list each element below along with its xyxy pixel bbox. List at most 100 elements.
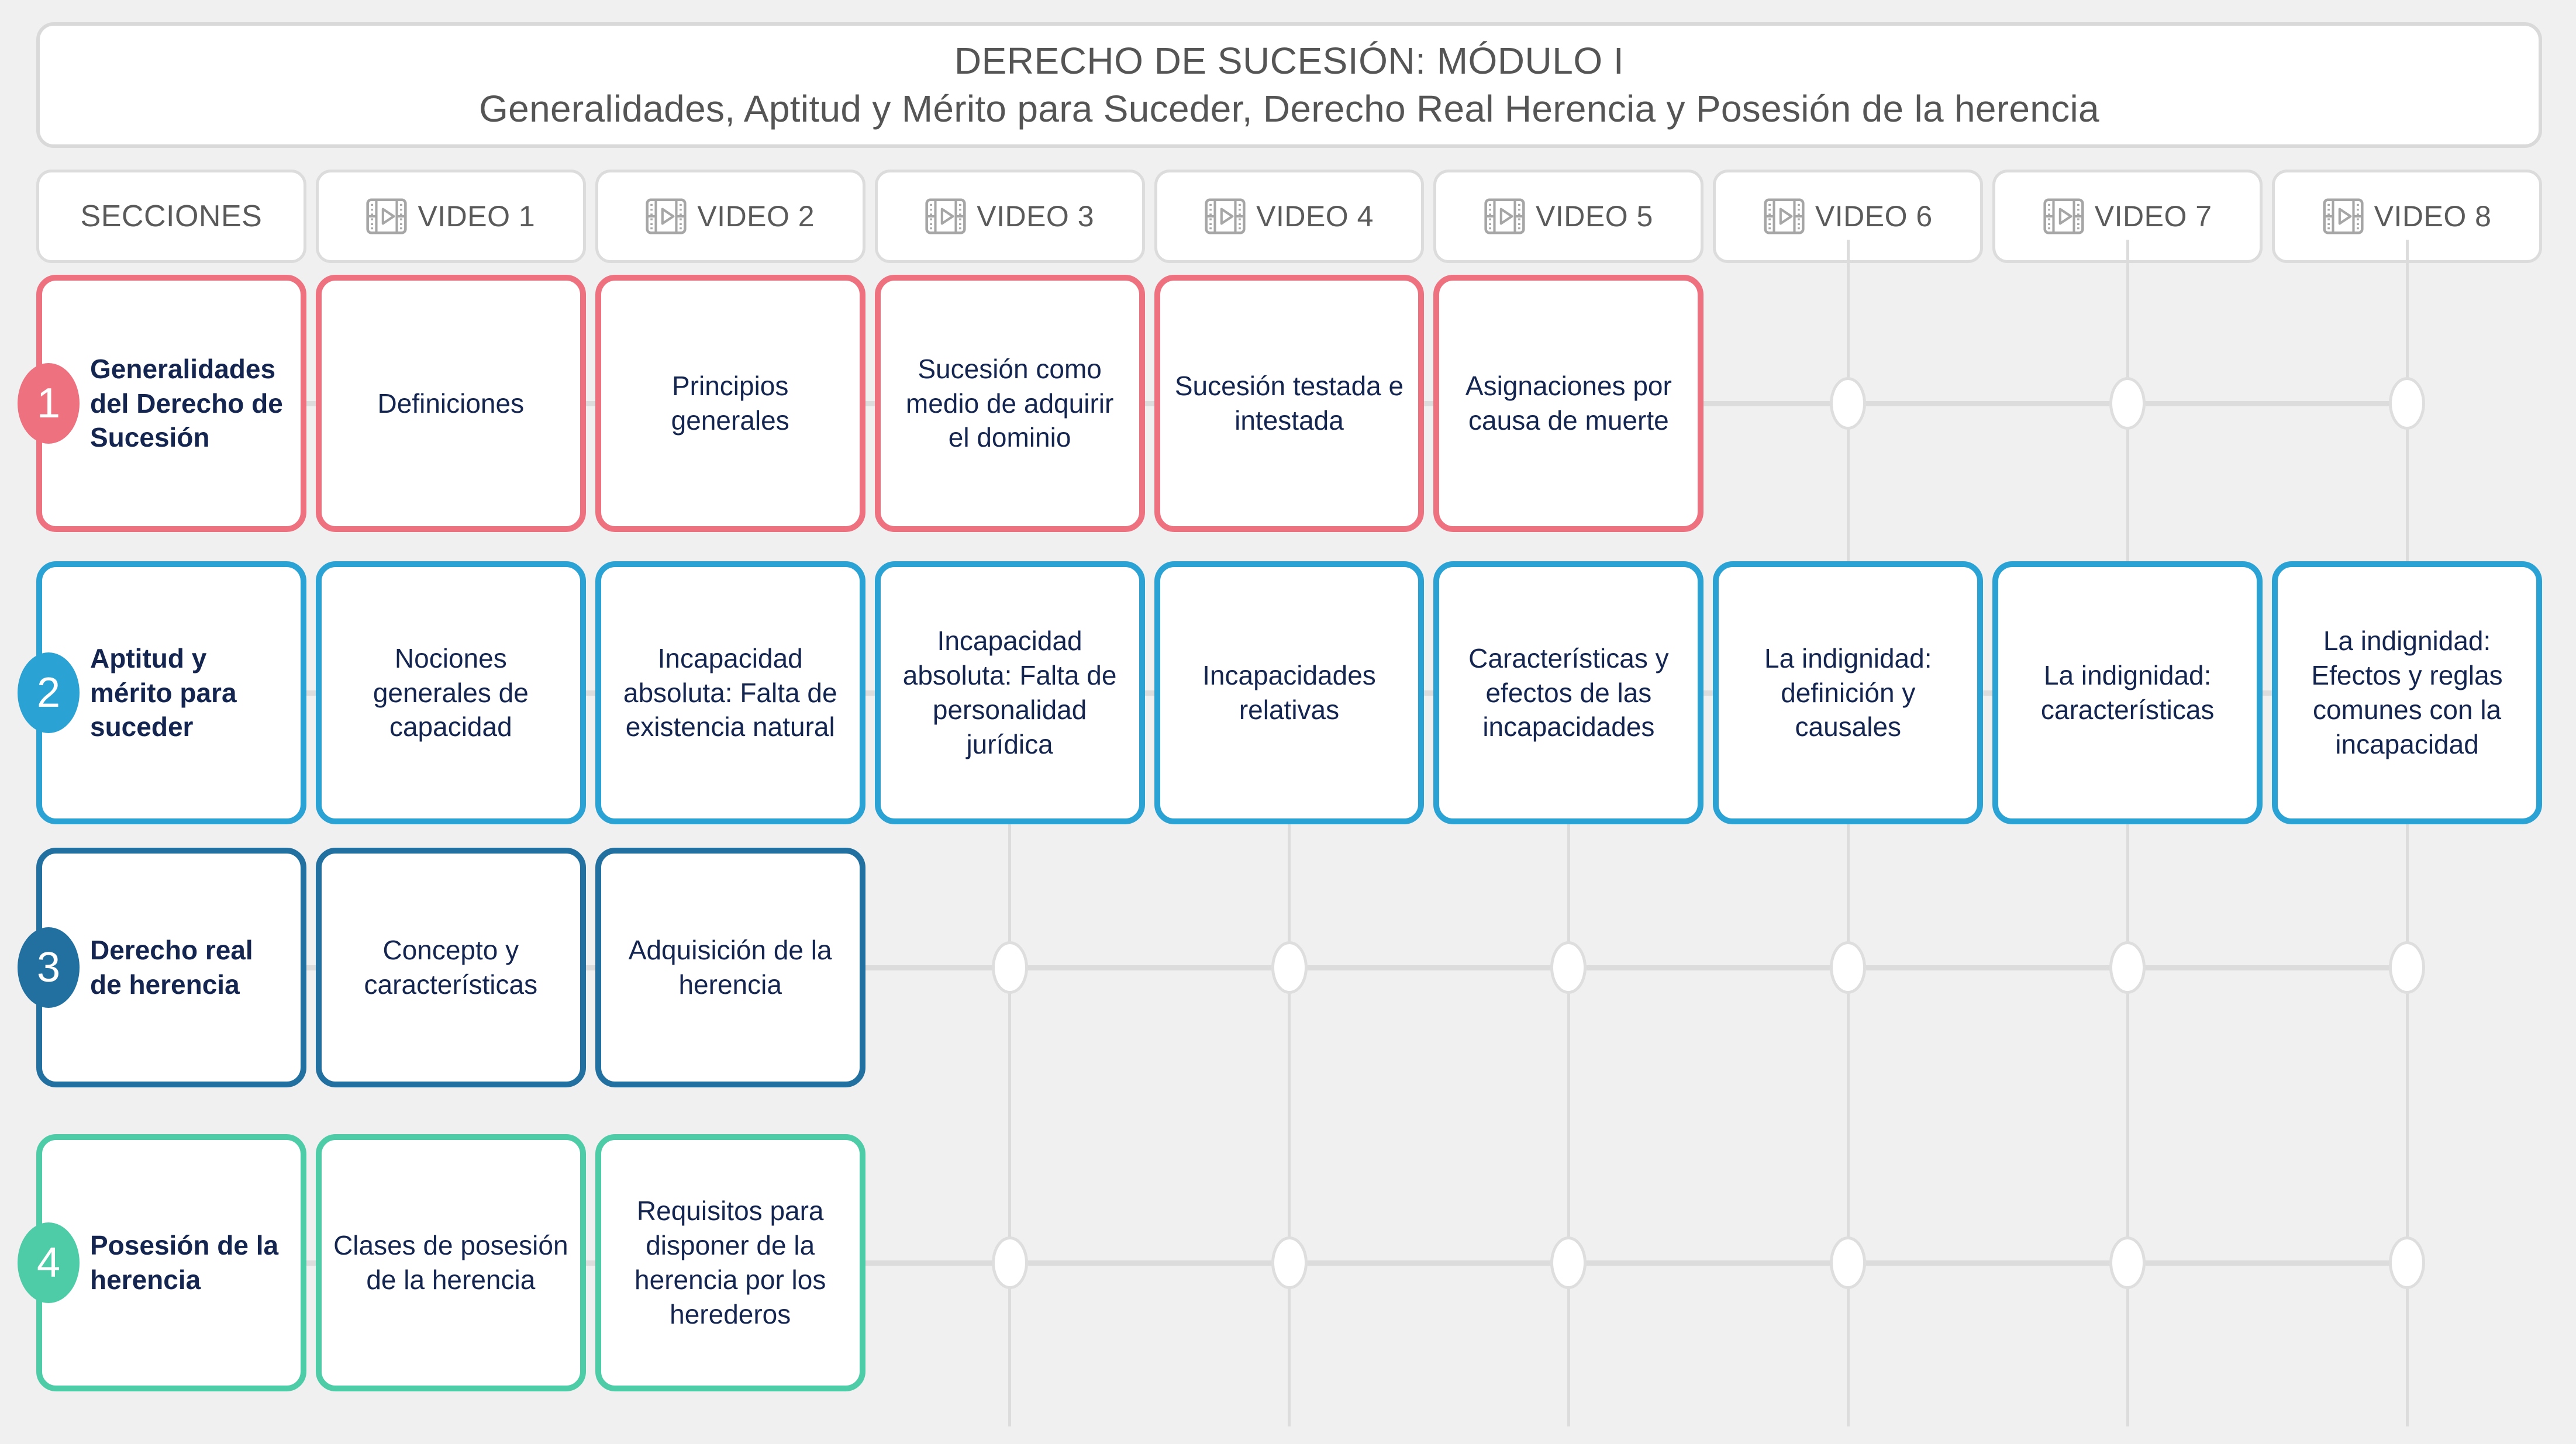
- empty-node[interactable]: [1830, 941, 1867, 994]
- film-play-icon: [1484, 198, 1525, 234]
- empty-node[interactable]: [1550, 1236, 1587, 1289]
- grid-vertical-line: [2405, 813, 2409, 1122]
- topic-card[interactable]: La indignidad: definición y causales: [1713, 561, 1984, 824]
- empty-node[interactable]: [991, 941, 1028, 994]
- topic-card[interactable]: Clases de posesión de la herencia: [315, 1134, 586, 1391]
- grid-vertical-line: [2405, 240, 2409, 567]
- tab-video-8[interactable]: VIDEO 8: [2272, 170, 2543, 263]
- grid-vertical-line: [1008, 1099, 1012, 1426]
- topic-card[interactable]: Sucesión testada e intestada: [1154, 275, 1425, 532]
- grid-vertical-line: [2126, 813, 2129, 1122]
- empty-node[interactable]: [1830, 377, 1867, 430]
- topic-card-label: Asignaciones por causa de muerte: [1465, 371, 1672, 436]
- topic-card-label: Principios generales: [671, 371, 789, 436]
- tab-video-4[interactable]: VIDEO 4: [1154, 170, 1425, 263]
- section-number-badge: 4: [18, 1222, 80, 1303]
- grid-horizontal-line: [1686, 401, 2408, 406]
- topic-card[interactable]: Nociones generales de capacidad: [315, 561, 586, 824]
- topic-card-label: Incapacidad absoluta: Falta de existenci…: [623, 642, 837, 742]
- tab-video-6[interactable]: VIDEO 6: [1713, 170, 1984, 263]
- topic-card-label: Concepto y características: [364, 935, 538, 1000]
- page-title: DERECHO DE SUCESIÓN: MÓDULO I Generalida…: [36, 22, 2542, 148]
- grid-vertical-line: [1288, 813, 1291, 1122]
- film-play-icon: [646, 198, 687, 234]
- tab-label: VIDEO 8: [2374, 200, 2492, 233]
- grid-vertical-line: [2126, 1099, 2129, 1426]
- topic-card-label: Definiciones: [377, 388, 525, 419]
- grid-horizontal-line: [847, 965, 2408, 970]
- grid-vertical-line: [1846, 813, 1850, 1122]
- section-heading-label: Aptitud y mérito para suceder: [90, 642, 237, 742]
- topic-card[interactable]: Asignaciones por causa de muerte: [1433, 275, 1704, 532]
- tab-video-1[interactable]: VIDEO 1: [315, 170, 586, 263]
- topic-card[interactable]: Concepto y características: [315, 848, 586, 1087]
- empty-node[interactable]: [2109, 941, 2146, 994]
- topic-card[interactable]: Incapacidad absoluta: Falta de personali…: [874, 561, 1145, 824]
- tab-label: VIDEO 6: [1815, 200, 1933, 233]
- empty-node[interactable]: [991, 1236, 1028, 1289]
- empty-node[interactable]: [1550, 941, 1587, 994]
- topic-card[interactable]: Definiciones: [315, 275, 586, 532]
- tab-label: VIDEO 2: [697, 200, 815, 233]
- film-play-icon: [2043, 198, 2084, 234]
- tab-label: SECCIONES: [80, 199, 263, 233]
- empty-node[interactable]: [2109, 377, 2146, 430]
- topic-card-label: Clases de posesión de la herencia: [333, 1230, 568, 1295]
- empty-node[interactable]: [1271, 941, 1308, 994]
- topic-card[interactable]: Sucesión como medio de adquirir el domin…: [874, 275, 1145, 532]
- topic-card[interactable]: Principios generales: [595, 275, 865, 532]
- film-play-icon: [1764, 198, 1805, 234]
- film-play-icon: [366, 198, 408, 234]
- tab-video-2[interactable]: VIDEO 2: [595, 170, 865, 263]
- empty-node[interactable]: [2389, 377, 2426, 430]
- grid-horizontal-line: [847, 1260, 2408, 1266]
- video-tabs-bar: SECCIONES VIDEO 1 VIDEO 2 VIDEO 3 VIDEO 4 VID…: [36, 170, 2543, 263]
- topic-card-label: Incapacidad absoluta: Falta de personali…: [902, 626, 1117, 759]
- topic-card-label: Características y efectos de las incapac…: [1468, 642, 1669, 742]
- topic-card[interactable]: Incapacidad absoluta: Falta de existenci…: [595, 561, 865, 824]
- section-number-badge: 3: [18, 927, 80, 1008]
- grid-vertical-line: [2405, 1099, 2409, 1426]
- empty-node[interactable]: [1271, 1236, 1308, 1289]
- tab-video-3[interactable]: VIDEO 3: [874, 170, 1145, 263]
- topic-card[interactable]: Características y efectos de las incapac…: [1433, 561, 1704, 824]
- title-line-1: DERECHO DE SUCESIÓN: MÓDULO I: [954, 39, 1625, 82]
- topic-card[interactable]: Requisitos para disponer de la herencia …: [595, 1134, 865, 1391]
- topic-card-label: La indignidad: características: [2040, 660, 2215, 725]
- tab-label: VIDEO 7: [2094, 200, 2212, 233]
- film-play-icon: [925, 198, 966, 234]
- title-line-2: Generalidades, Aptitud y Mérito para Suc…: [479, 87, 2099, 130]
- tab-secciones[interactable]: SECCIONES: [36, 170, 306, 263]
- topic-card-label: La indignidad: Efectos y reglas comunes …: [2311, 626, 2503, 759]
- empty-node[interactable]: [2389, 941, 2426, 994]
- topic-card[interactable]: La indignidad: características: [1992, 561, 2263, 824]
- tab-video-5[interactable]: VIDEO 5: [1433, 170, 1704, 263]
- film-play-icon: [1205, 198, 1246, 234]
- section-number-badge: 1: [18, 363, 80, 444]
- grid-vertical-line: [1846, 1099, 1850, 1426]
- topic-card[interactable]: Adquisición de la herencia: [595, 848, 865, 1087]
- tab-label: VIDEO 3: [977, 200, 1095, 233]
- grid-vertical-line: [1567, 1099, 1570, 1426]
- tab-video-7[interactable]: VIDEO 7: [1992, 170, 2263, 263]
- tab-label: VIDEO 5: [1536, 200, 1653, 233]
- topic-card-label: Sucesión como medio de adquirir el domin…: [905, 353, 1114, 453]
- grid-vertical-line: [1567, 813, 1570, 1122]
- topic-card[interactable]: La indignidad: Efectos y reglas comunes …: [2272, 561, 2542, 824]
- section-heading-label: Posesión de la herencia: [90, 1230, 279, 1295]
- topic-card-label: Incapacidades relativas: [1202, 660, 1376, 725]
- topic-card-label: Nociones generales de capacidad: [373, 642, 529, 742]
- topic-card-label: Adquisición de la herencia: [628, 935, 832, 1000]
- empty-node[interactable]: [2389, 1236, 2426, 1289]
- empty-node[interactable]: [2109, 1236, 2146, 1289]
- grid-vertical-line: [1846, 240, 1850, 567]
- topic-card-label: La indignidad: definición y causales: [1764, 642, 1932, 742]
- section-number-badge: 2: [18, 652, 80, 733]
- topic-card[interactable]: Incapacidades relativas: [1154, 561, 1425, 824]
- empty-node[interactable]: [1830, 1236, 1867, 1289]
